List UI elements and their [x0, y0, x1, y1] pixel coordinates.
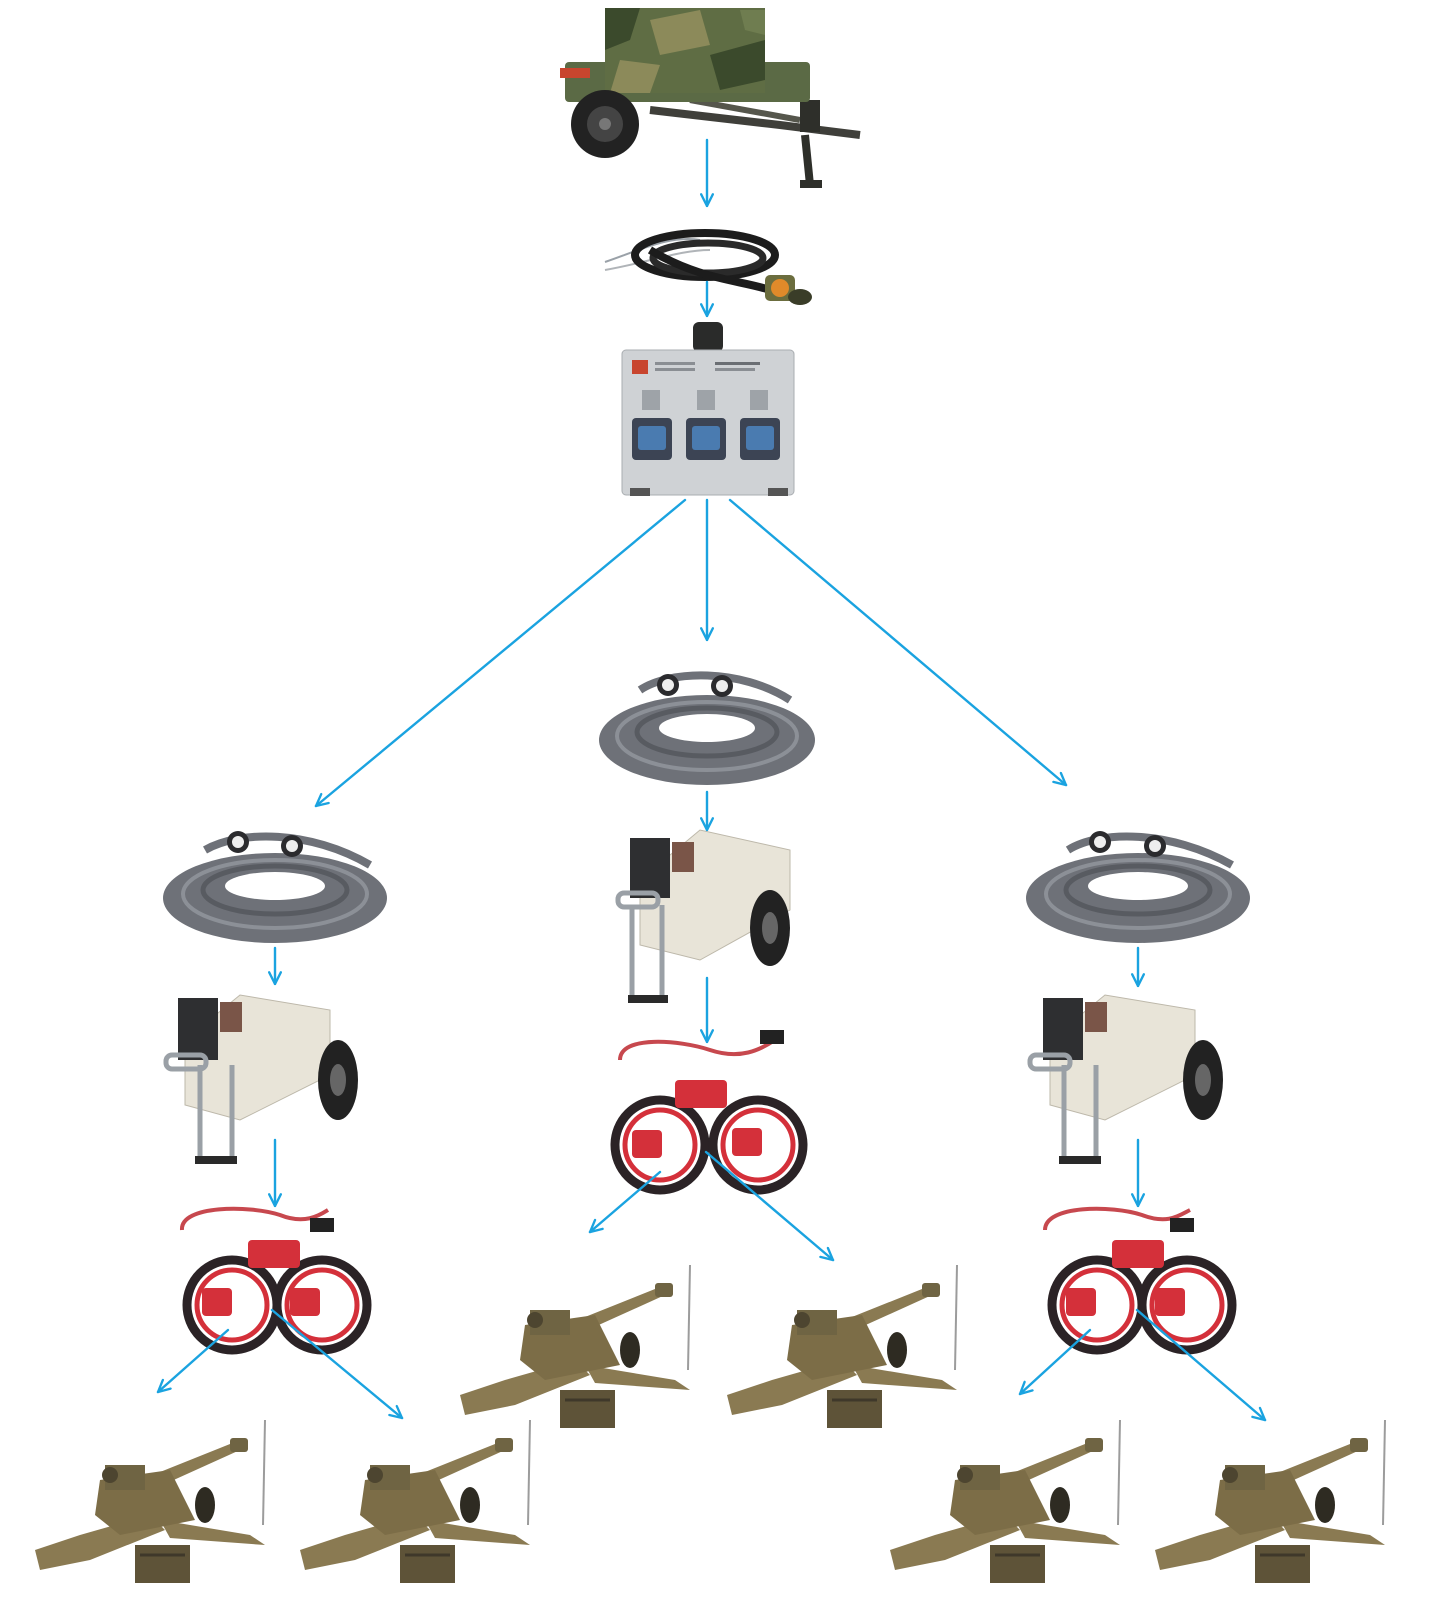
power-cart-left-image [163, 994, 358, 1164]
howitzer-6-image [1155, 1419, 1386, 1583]
extension-cable-center-image [599, 671, 815, 785]
arrow-center-harness-to-howitzer-3 [590, 1170, 662, 1232]
generator-trailer-image [560, 8, 861, 188]
outlet-3 [740, 390, 780, 460]
arrow-box-to-left-reel [316, 498, 687, 806]
arrow-box-to-right-reel [728, 498, 1066, 785]
connection-arrows [158, 138, 1265, 1420]
harness-left-image [180, 1206, 372, 1355]
howitzer-5-image [890, 1419, 1121, 1583]
power-cart-right-image [1027, 994, 1223, 1164]
howitzer-3-image [460, 1264, 691, 1428]
howitzer-4-image [727, 1264, 958, 1428]
howitzer-group [35, 1264, 1386, 1583]
power-cart-center-image [615, 829, 791, 1003]
howitzer-1-image [35, 1419, 266, 1583]
howitzer-2-image [300, 1419, 531, 1583]
outlet-1 [632, 390, 672, 460]
arrow-right-harness-to-howitzer-5 [1020, 1328, 1092, 1394]
outlet-2 [686, 390, 726, 460]
harness-center-image [610, 1030, 808, 1195]
arrow-center-harness-to-howitzer-4 [704, 1150, 833, 1260]
input-cable-image [604, 229, 812, 305]
arrow-right-harness-to-howitzer-6 [1135, 1308, 1265, 1420]
arrow-left-harness-to-howitzer-2 [270, 1308, 402, 1418]
harness-right-image [1043, 1206, 1237, 1355]
extension-cable-left-image [163, 831, 387, 943]
extension-cable-right-image [1026, 831, 1250, 943]
arrow-left-harness-to-howitzer-1 [158, 1328, 230, 1392]
distribution-box-image [621, 322, 795, 496]
